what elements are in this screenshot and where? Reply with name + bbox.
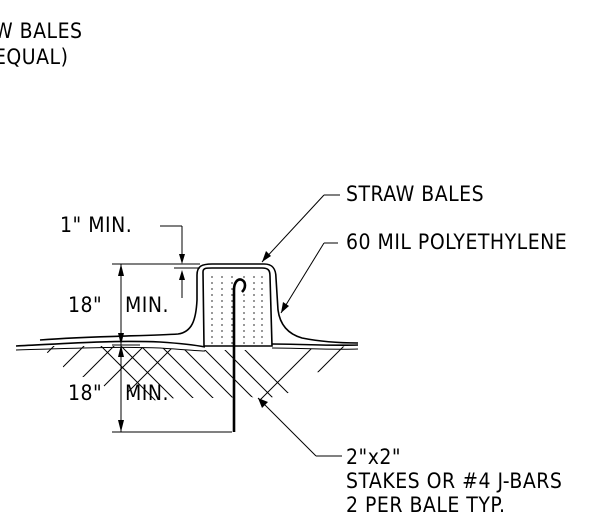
- ground-hatch: [39, 346, 360, 402]
- straw-bales-label: STRAW BALES: [346, 182, 484, 206]
- dimension-lines: [112, 225, 232, 433]
- depth-top-unit: MIN.: [125, 293, 169, 317]
- straw-bale: [202, 267, 273, 347]
- stakes-label-line-3: 2 PER BALE TYP.: [346, 493, 506, 517]
- stakes-label-line-1: 2"x2": [346, 445, 401, 469]
- ground-surface: [15, 340, 359, 352]
- title-line-2: EQUAL): [0, 45, 68, 69]
- polyethylene-label: 60 MIL POLYETHYLENE: [346, 230, 567, 254]
- one-inch-min-label: 1" MIN.: [60, 213, 132, 237]
- polyethylene-liner: [39, 263, 359, 344]
- depth-bottom-unit: MIN.: [125, 381, 169, 405]
- depth-top-number: 18": [68, 293, 102, 317]
- depth-bottom-number: 18": [68, 381, 102, 405]
- j-bar-stake: [232, 278, 247, 432]
- leaders: [257, 194, 342, 457]
- title-line-1: W BALES: [0, 19, 83, 43]
- stakes-label-line-2: STAKES OR #4 J-BARS: [346, 469, 562, 493]
